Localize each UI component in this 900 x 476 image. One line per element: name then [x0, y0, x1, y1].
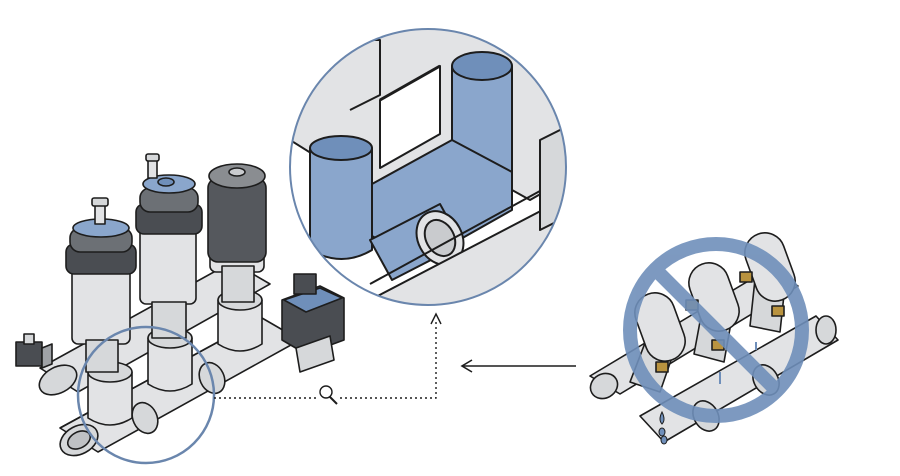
- magnifier-icon: [319, 385, 338, 405]
- prohibition-icon: [623, 237, 809, 423]
- pneumatic-valve-2: [135, 153, 203, 339]
- magnified-detail: [289, 28, 567, 306]
- side-connector: [15, 333, 53, 369]
- callout-leader-line: [214, 322, 437, 399]
- pneumatic-valve-1: [65, 197, 137, 373]
- water-drop-icon: [658, 342, 757, 445]
- pneumatic-valve-3: [207, 163, 267, 303]
- arrow-left-icon: [460, 359, 576, 373]
- detail-callout-circle: [76, 325, 216, 465]
- tee-junction-1: [87, 361, 159, 435]
- valve-manifold-assembly: [15, 153, 345, 465]
- solenoid-actuator: [281, 273, 345, 373]
